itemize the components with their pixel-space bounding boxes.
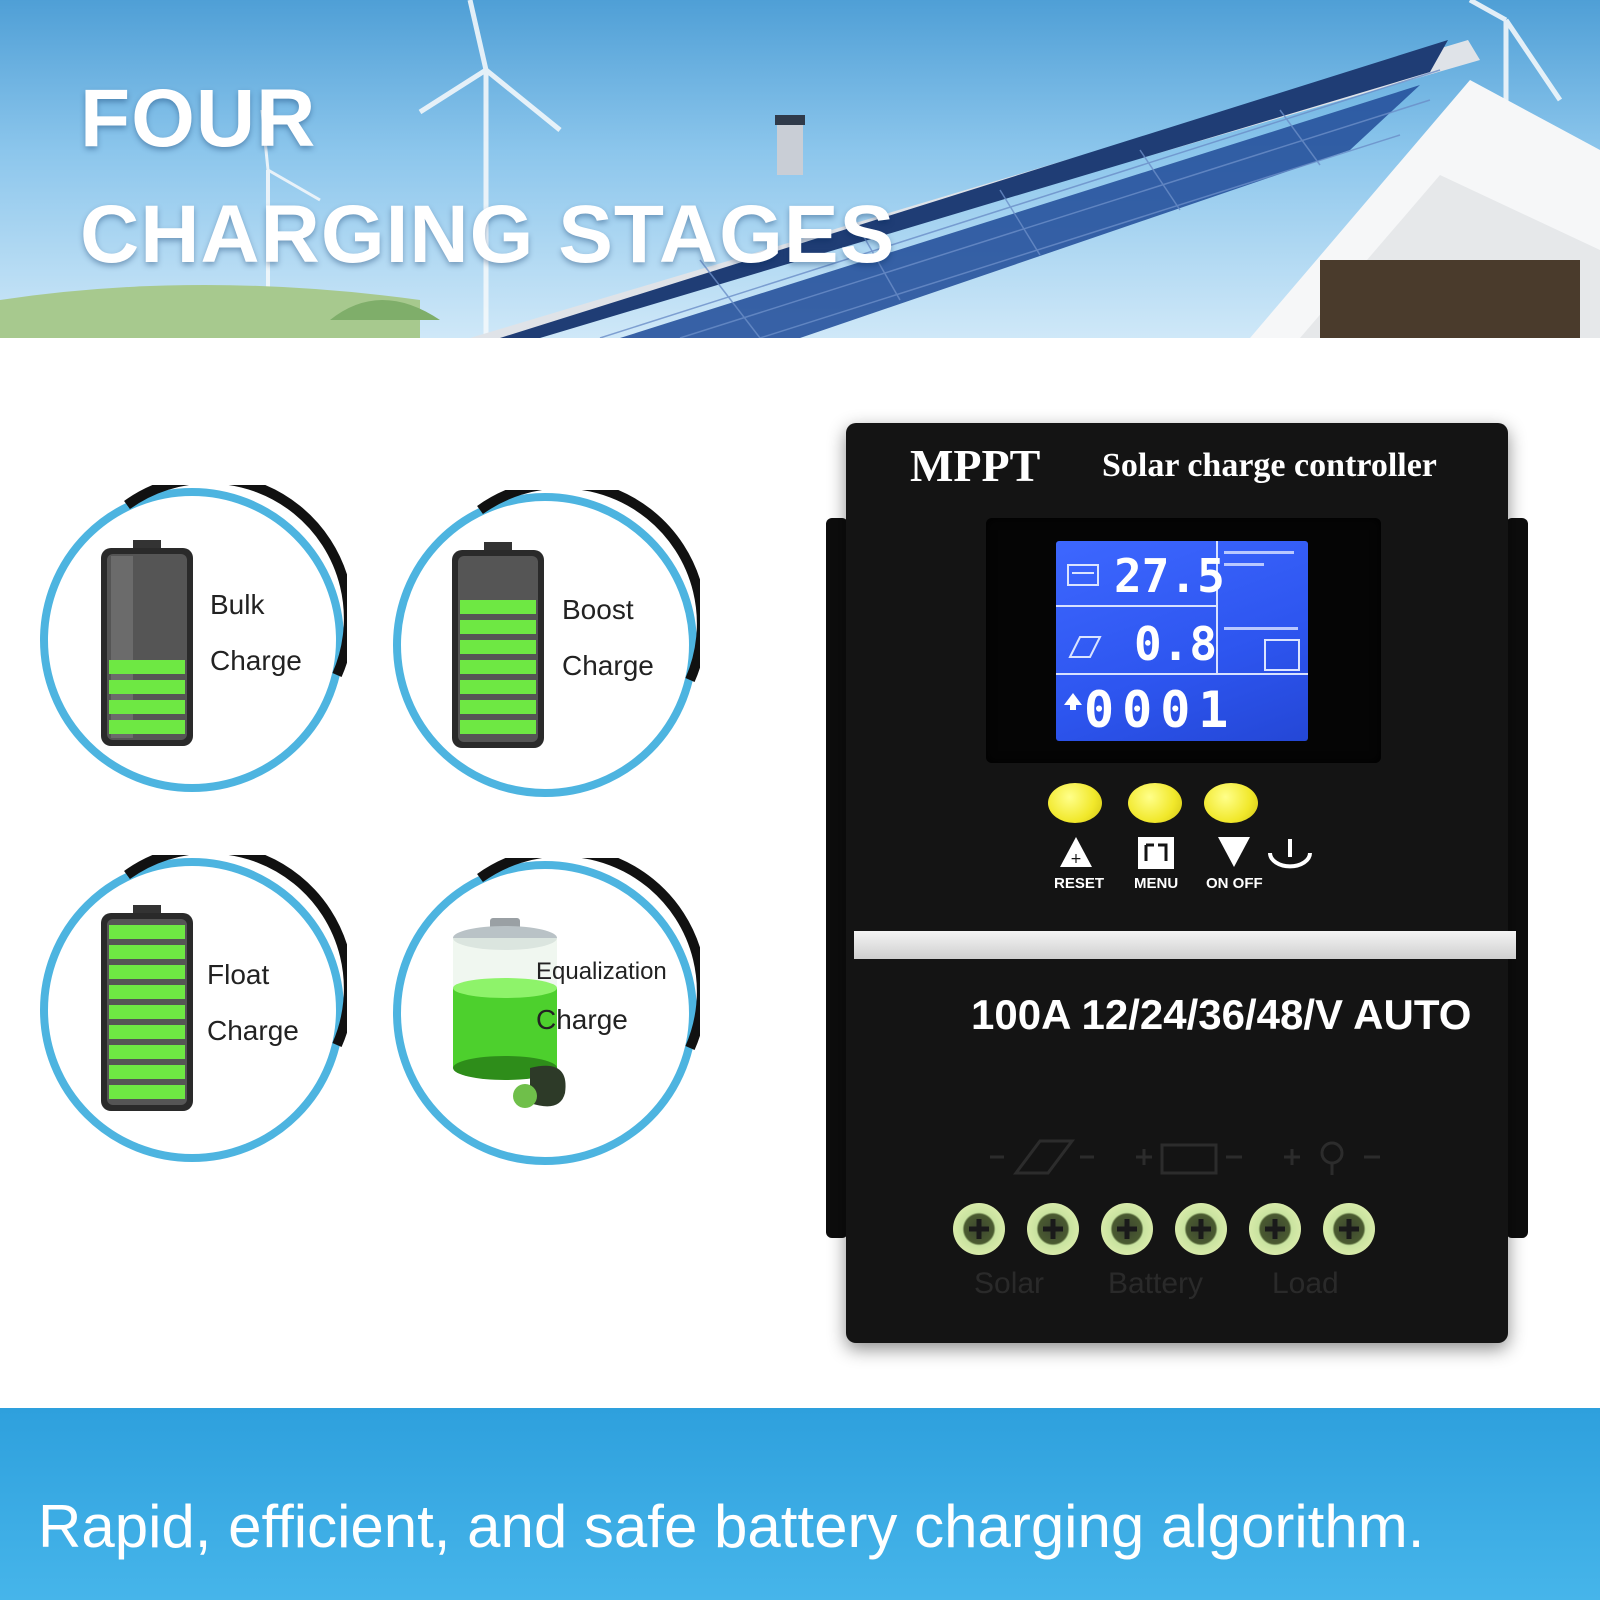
stage-boost-charge: Boost Charge (390, 490, 700, 800)
solar-panel-icon (1068, 636, 1102, 658)
svg-text:+: + (1070, 851, 1082, 867)
battery-icon (101, 540, 193, 746)
brand-label: MPPT (910, 440, 1041, 491)
charge-controller-device: MPPT Solar charge controller 27.5 0.8 00… (826, 423, 1528, 1343)
load-terminal-positive[interactable] (1249, 1203, 1301, 1255)
terminal-label-load: Load (1272, 1267, 1339, 1300)
up-triangle-icon: + (1060, 837, 1092, 867)
arrow-up-icon (1064, 693, 1082, 710)
on-off-label: ON OFF (1206, 875, 1263, 892)
stage-label-line-1: Equalization (536, 958, 667, 985)
up-button[interactable] (1048, 783, 1102, 823)
stage-bulk-charge: Bulk Charge (37, 485, 347, 795)
lcd-voltage-value: 27.5 (1114, 549, 1225, 603)
down-triangle-icon (1218, 837, 1250, 867)
lcd-indicator-box (1264, 639, 1300, 671)
hero-title-line-2: CHARGING STAGES (80, 189, 896, 280)
load-terminal-negative[interactable] (1323, 1203, 1375, 1255)
divider-strip (854, 931, 1516, 959)
hero-title-line-1: FOUR (80, 73, 317, 164)
controller-body: MPPT Solar charge controller 27.5 0.8 00… (846, 423, 1516, 1343)
lcd-counter-value: 0001 (1084, 681, 1237, 739)
terminal-label-solar: Solar (974, 1267, 1045, 1300)
stage-label-line-2: Charge (562, 650, 654, 681)
battery-icon (101, 905, 193, 1111)
terminal-label-battery: Battery (1108, 1267, 1204, 1300)
mounting-ear-right (1506, 518, 1528, 1238)
lcd-current-value: 0.8 (1134, 617, 1218, 671)
down-button[interactable] (1204, 783, 1258, 823)
stage-label-line-1: Boost (562, 594, 634, 625)
hero-banner: FOUR CHARGING STAGES (0, 0, 1600, 338)
stage-label-line-2: Charge (207, 1015, 299, 1046)
footer-tagline: Rapid, efficient, and safe battery charg… (38, 1493, 1425, 1560)
reset-label: RESET (1054, 875, 1105, 892)
controller-subtitle: Solar charge controller (1102, 447, 1437, 484)
lcd-screen: 27.5 0.8 0001 (1056, 541, 1308, 741)
stage-float-charge: Float Charge (37, 855, 347, 1165)
footer-banner: Rapid, efficient, and safe battery charg… (0, 1408, 1600, 1600)
mounting-ear-left (826, 518, 848, 1238)
glass-battery-icon (453, 918, 566, 1108)
battery-icon (452, 542, 544, 748)
battery-terminal-negative[interactable] (1175, 1203, 1227, 1255)
stage-label-line-1: Float (207, 959, 270, 990)
power-icon (1268, 839, 1312, 869)
menu-icon (1138, 837, 1174, 869)
battery-terminal-positive[interactable] (1101, 1203, 1153, 1255)
stage-label-line-2: Charge (536, 1004, 628, 1035)
solar-house-illustration (0, 0, 1600, 338)
spec-label: 100A 12/24/36/48/V AUTO (971, 991, 1472, 1038)
menu-label: MENU (1134, 875, 1179, 892)
menu-button[interactable] (1128, 783, 1182, 823)
battery-icon (1067, 564, 1099, 586)
terminal-markings (990, 1139, 1380, 1175)
stage-label-line-1: Bulk (210, 589, 265, 620)
stage-label-line-2: Charge (210, 645, 302, 676)
solar-terminal-positive[interactable] (1027, 1203, 1079, 1255)
stage-equalization-charge: Equalization Charge (390, 858, 700, 1168)
solar-terminal-negative[interactable] (953, 1203, 1005, 1255)
